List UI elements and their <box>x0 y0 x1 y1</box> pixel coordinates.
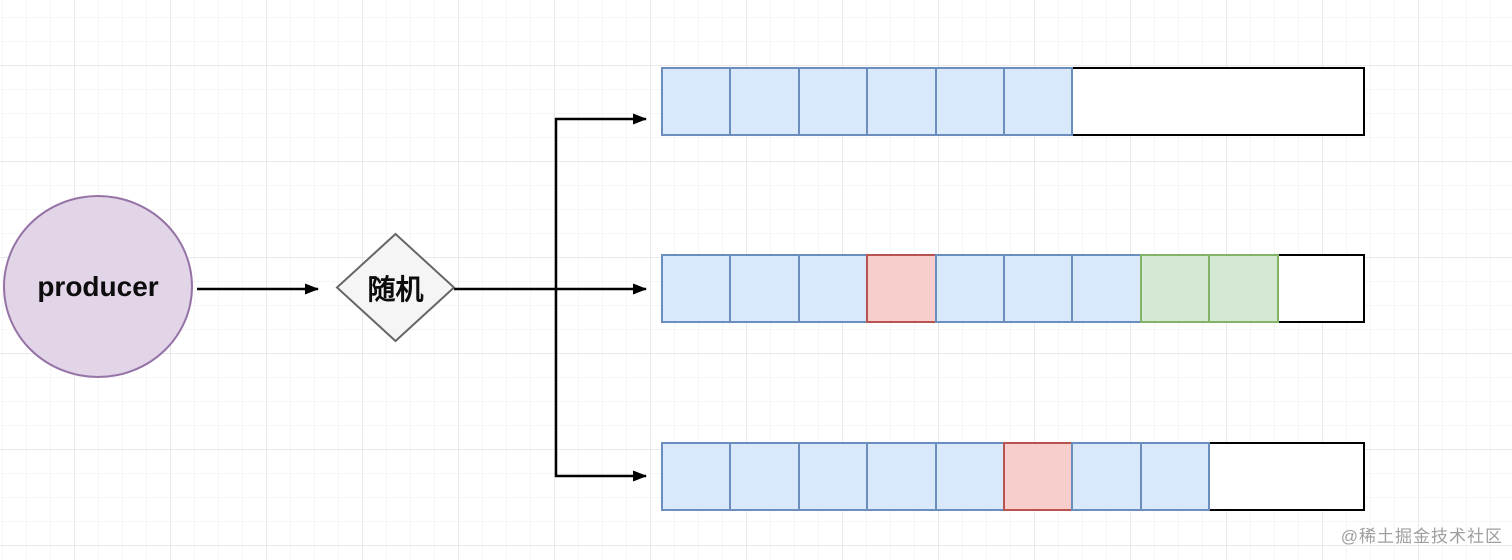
queue-cell-blue <box>661 254 732 323</box>
queue-cell-blue <box>1002 254 1074 323</box>
queue-empty-space <box>1276 254 1365 323</box>
queue-cell-blue <box>729 442 800 511</box>
decision-node-label-box: 随机 <box>337 234 454 341</box>
arrow-decision-to-queue-3 <box>554 289 647 482</box>
queue-cell-blue <box>934 67 1005 136</box>
arrow-decision-to-queue-1 <box>554 113 647 289</box>
queue-cell-blue <box>797 254 869 323</box>
queue-row-3 <box>661 442 1365 511</box>
queue-row-2 <box>661 254 1365 323</box>
queue-cell-red <box>866 254 937 323</box>
queue-cell-blue <box>1002 67 1074 136</box>
queue-cell-blue <box>661 442 732 511</box>
queue-cell-blue <box>661 67 732 136</box>
queue-row-1 <box>661 67 1365 136</box>
queue-cell-blue <box>797 442 869 511</box>
queue-cell-blue <box>797 67 869 136</box>
queue-cell-red <box>1002 442 1074 511</box>
queue-cell-blue <box>1071 254 1142 323</box>
decision-label: 随机 <box>367 273 424 305</box>
queue-cell-blue <box>729 67 800 136</box>
queue-cell-blue <box>866 442 937 511</box>
producer-node: producer <box>3 195 193 378</box>
queue-cell-blue <box>866 67 937 136</box>
queue-cell-blue <box>934 254 1005 323</box>
queue-empty-space <box>1208 442 1365 511</box>
watermark: @稀土掘金技术社区 <box>1340 527 1503 546</box>
queue-cell-green <box>1139 254 1211 323</box>
producer-label: producer <box>37 270 159 302</box>
queue-cell-blue <box>1139 442 1211 511</box>
queue-cell-blue <box>934 442 1005 511</box>
queue-cell-blue <box>1071 442 1142 511</box>
queue-cell-green <box>1208 254 1279 323</box>
queue-cell-blue <box>729 254 800 323</box>
queue-empty-space <box>1071 67 1365 136</box>
